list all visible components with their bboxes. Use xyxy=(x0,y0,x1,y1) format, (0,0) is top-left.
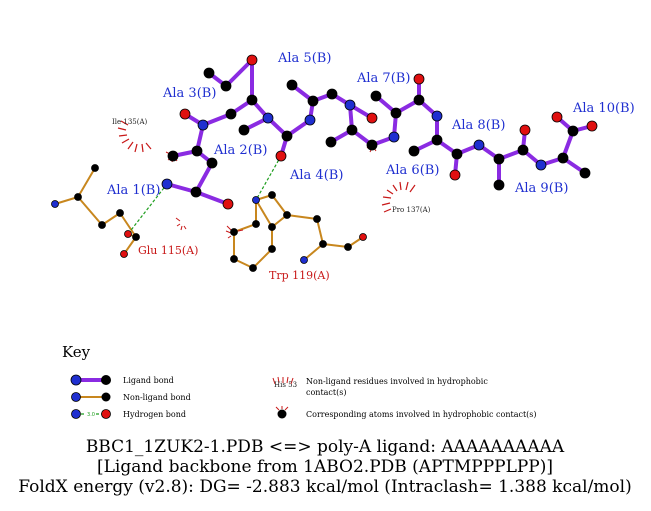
legend-hydrophobic-residue-label-2: contact(s) xyxy=(306,388,346,397)
label-ala-8: Ala 8(B) xyxy=(451,118,505,133)
carbon-atoms xyxy=(74,67,591,272)
legend-hbond-distance: 3.0 xyxy=(87,412,95,418)
legend-hydrogen-bond-label: Hydrogen bond xyxy=(123,410,186,419)
label-ala-5: Ala 5(B) xyxy=(277,51,331,66)
label-ala-6: Ala 6(B) xyxy=(385,163,439,178)
legend-ligand-bond: Ligand bond xyxy=(70,374,174,386)
caption: BBC1_1ZUK2-1.PDB <=> poly-A ligand: AAAA… xyxy=(18,437,631,497)
legend-corresponding-atoms: Corresponding atoms involved in hydropho… xyxy=(275,406,537,419)
legend-hydrophobic-residue-label-1: Non-ligand residues involved in hydropho… xyxy=(306,377,488,386)
legend-nonligand-bond: Non-ligand bond xyxy=(71,392,191,402)
label-ala-10: Ala 10(B) xyxy=(572,101,635,116)
ile135-contact-arc xyxy=(117,120,152,153)
label-pro-137: Pro 137(A) xyxy=(392,206,431,214)
nitrogen-atoms xyxy=(51,99,547,264)
label-ala-7: Ala 7(B) xyxy=(356,71,410,86)
hydrophobic-arcs xyxy=(117,120,416,239)
label-ala-9: Ala 9(B) xyxy=(514,181,568,196)
legend-hydrophobic-residue: His 53 Non-ligand residues involved in h… xyxy=(272,376,488,397)
ligand-residue-labels: Ala 1(B) Ala 2(B) Ala 3(B) Ala 4(B) Ala … xyxy=(106,51,635,198)
nonligand-bonds xyxy=(54,167,364,269)
label-ala-2: Ala 2(B) xyxy=(213,143,267,158)
legend-hydrogen-bond: 3.0 Hydrogen bond xyxy=(71,409,186,419)
label-ala-4: Ala 4(B) xyxy=(289,168,343,183)
hydrogen-bonds xyxy=(127,155,282,235)
label-glu-115: Glu 115(A) xyxy=(138,244,198,257)
label-ala-3: Ala 3(B) xyxy=(162,86,216,101)
legend-corresponding-atoms-label: Corresponding atoms involved in hydropho… xyxy=(306,410,537,419)
legend-example-residue: His 53 xyxy=(274,381,297,389)
legend-title: Key xyxy=(62,343,91,361)
caption-line-1: BBC1_1ZUK2-1.PDB <=> poly-A ligand: AAAA… xyxy=(86,437,565,457)
legend-ligand-bond-label: Ligand bond xyxy=(123,376,174,385)
legend: Key Ligand bond Non-ligand bond 3.0 Hydr… xyxy=(62,343,537,419)
label-ile-135: Ile 135(A) xyxy=(112,118,148,126)
label-ala-1: Ala 1(B) xyxy=(106,183,160,198)
legend-nonligand-bond-label: Non-ligand bond xyxy=(123,393,191,402)
atoms xyxy=(51,54,598,272)
caption-line-3: FoldX energy (v2.8): DG= -2.883 kcal/mol… xyxy=(18,477,631,497)
label-trp-119: Trp 119(A) xyxy=(269,269,330,282)
oxygen-atoms xyxy=(120,54,598,258)
pro137-contact-arc xyxy=(381,181,416,213)
caption-line-2: [Ligand backbone from 1ABO2.PDB (APTMPPP… xyxy=(97,457,553,477)
protein-residue-labels: Glu 115(A) Trp 119(A) Ile 135(A) Pro 137… xyxy=(112,118,431,282)
